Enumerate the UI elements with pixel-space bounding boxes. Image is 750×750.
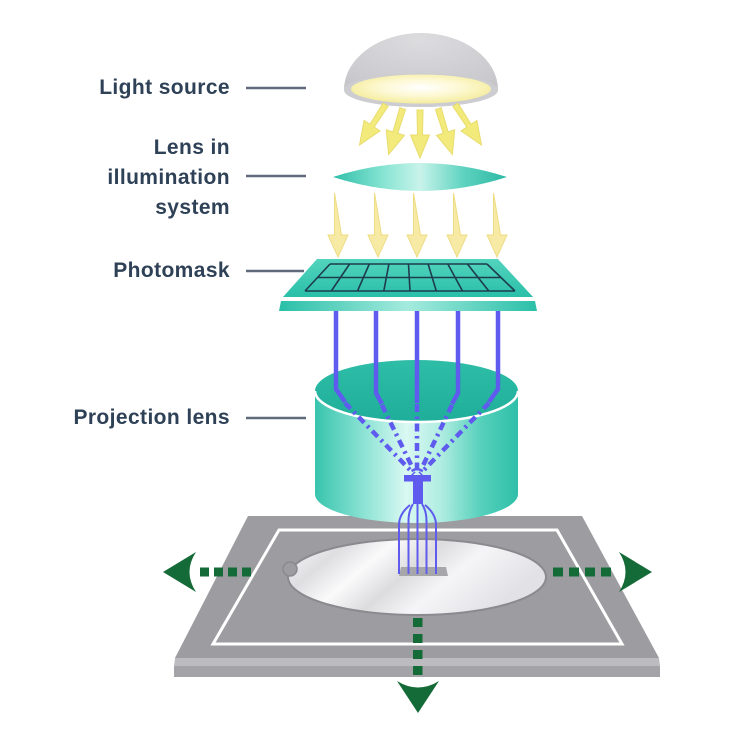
beam-line (450, 311, 461, 406)
beam-line (333, 311, 347, 404)
illumination-lens-label-line: system (155, 196, 230, 219)
fan-beam (421, 503, 428, 574)
light-ray-icon (428, 105, 462, 158)
motion-arrow-down-icon (397, 681, 439, 713)
focal-bar (404, 475, 431, 482)
projection-lens-label: Projection lens (73, 406, 230, 429)
fan-beam (424, 504, 437, 574)
motion-dash (413, 650, 423, 659)
motion-dash (569, 567, 579, 577)
photomask-grid (304, 263, 516, 292)
exposure-beams-upper (333, 311, 501, 406)
converging-beam (416, 404, 455, 475)
photomask-label: Photomask (113, 259, 230, 282)
converging-beam (379, 404, 418, 475)
cylinder-rim-highlight (313, 390, 520, 424)
wafer-notch (282, 561, 298, 577)
stage-inner-border (210, 528, 625, 646)
motion-dash (228, 567, 237, 577)
beam-line (373, 311, 384, 406)
photomask-element (279, 259, 537, 311)
stage-motion-arrows (163, 552, 652, 713)
converging-beam (343, 401, 416, 476)
beam-line (487, 311, 501, 404)
fan-beam (407, 503, 414, 574)
light-ray-icon (367, 192, 389, 258)
motion-dash (413, 666, 423, 675)
light-ray-icon (327, 192, 349, 258)
motion-dash (601, 567, 611, 577)
motion-arrow-left-icon (163, 552, 196, 592)
exposure-beams-lower (398, 503, 437, 574)
condenser-lens-shape (333, 163, 507, 191)
diverging-light-rays (351, 99, 490, 159)
lamp-glow (351, 74, 491, 104)
motion-dash (200, 567, 209, 577)
light-source-label: Light source (99, 76, 230, 99)
focal-stem (413, 481, 423, 504)
motion-dash (585, 567, 595, 577)
light-ray-icon (486, 192, 508, 258)
light-ray-icon (446, 192, 468, 258)
light-ray-icon (410, 109, 430, 159)
motion-dash (214, 567, 223, 577)
illumination-lens-label: Lens in illumination system (107, 133, 230, 223)
wafer-stage (174, 516, 660, 677)
exposed-die (399, 567, 448, 576)
motion-dash (553, 567, 563, 577)
label-connector-lines (246, 86, 306, 420)
illumination-lens-label-line: illumination (107, 166, 230, 189)
light-ray-icon (379, 105, 413, 158)
exposure-beams-converging (343, 401, 491, 476)
light-source-lamp (344, 33, 498, 107)
light-ray-icon (406, 192, 428, 258)
motion-arrow-right-icon (619, 552, 652, 592)
motion-dash (413, 634, 423, 643)
stage-side-upper (174, 658, 660, 666)
illumination-lens-element (333, 163, 507, 191)
illumination-lens-label-line: Lens in (153, 136, 230, 159)
photomask-edge-highlight (281, 297, 535, 301)
focal-point (404, 475, 431, 504)
motion-dash (242, 567, 251, 577)
converging-beam (418, 401, 491, 476)
motion-dash (413, 618, 423, 627)
parallel-light-rays (327, 192, 508, 258)
photomask-edge (279, 301, 537, 311)
fan-beam (398, 504, 411, 574)
